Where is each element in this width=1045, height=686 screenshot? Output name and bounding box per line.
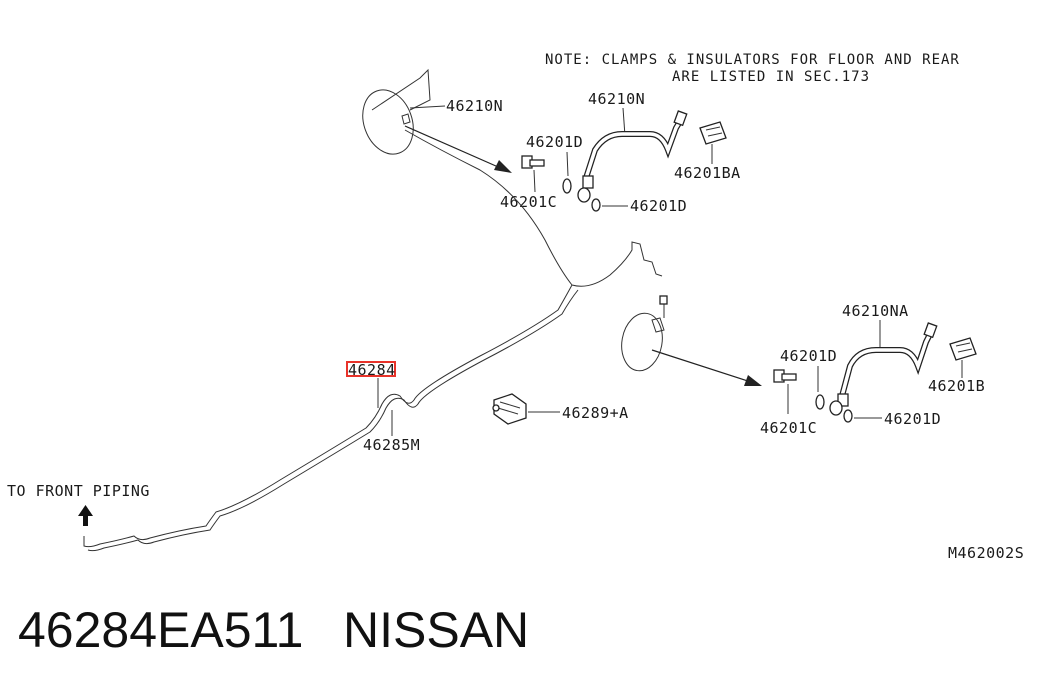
union-top (577, 187, 591, 203)
label-46201d-right-a: 46201D (780, 347, 837, 365)
washer-top-b (591, 198, 601, 212)
caption-part-number: 46284EA511 (18, 602, 303, 658)
label-46284-suffix: 4 (386, 361, 396, 379)
note-line-2: ARE LISTED IN SEC.173 (672, 69, 870, 85)
rear-right-backing-plate (621, 295, 668, 372)
arrow-top-group (404, 125, 512, 173)
label-46284-prefix: 4628 (348, 361, 386, 379)
label-46285m: 46285M (363, 436, 420, 454)
label-46201d-right-b: 46201D (884, 410, 941, 428)
brake-hose-top (582, 110, 688, 189)
brake-tube-main (83, 129, 663, 552)
washer-right-a (815, 394, 825, 410)
washer-top-a (562, 178, 572, 194)
label-46201d-top-b: 46201D (630, 197, 687, 215)
bolt-right (773, 369, 797, 383)
brake-hose-right (837, 322, 938, 407)
label-46201c-top: 46201C (500, 193, 557, 211)
label-46201c-right: 46201C (760, 419, 817, 437)
leader-46201d-top-a (566, 151, 569, 177)
washer-right-b (843, 409, 853, 423)
leader-46210N (409, 105, 446, 109)
clip-right (949, 337, 977, 361)
clamp-part (492, 393, 527, 425)
arrow-up-icon (78, 505, 93, 526)
caption-brand: NISSAN (343, 602, 529, 658)
label-46201d-top-a: 46201D (526, 133, 583, 151)
label-46210n: 46210N (588, 90, 645, 108)
label-46289a: 46289+A (562, 404, 629, 422)
leader-46201c-top (533, 169, 536, 193)
union-right (829, 400, 843, 416)
highlight-46284 (346, 361, 396, 377)
diagram-code: M462002S (948, 544, 1024, 562)
label-46284: 46284 (348, 361, 396, 379)
label-front-piping: TO FRONT PIPING (7, 482, 150, 500)
label-46201b: 46201B (928, 377, 985, 395)
rear-left-backing-plate (362, 68, 431, 155)
arrow-right-group (651, 349, 762, 386)
label-46210n-callout: 46210N (446, 97, 503, 115)
label-46210na: 46210NA (842, 302, 909, 320)
bolt-top (521, 155, 545, 169)
note-line-1: NOTE: CLAMPS & INSULATORS FOR FLOOR AND … (545, 52, 960, 68)
clip-top (699, 121, 727, 145)
label-46201ba: 46201BA (674, 164, 741, 182)
